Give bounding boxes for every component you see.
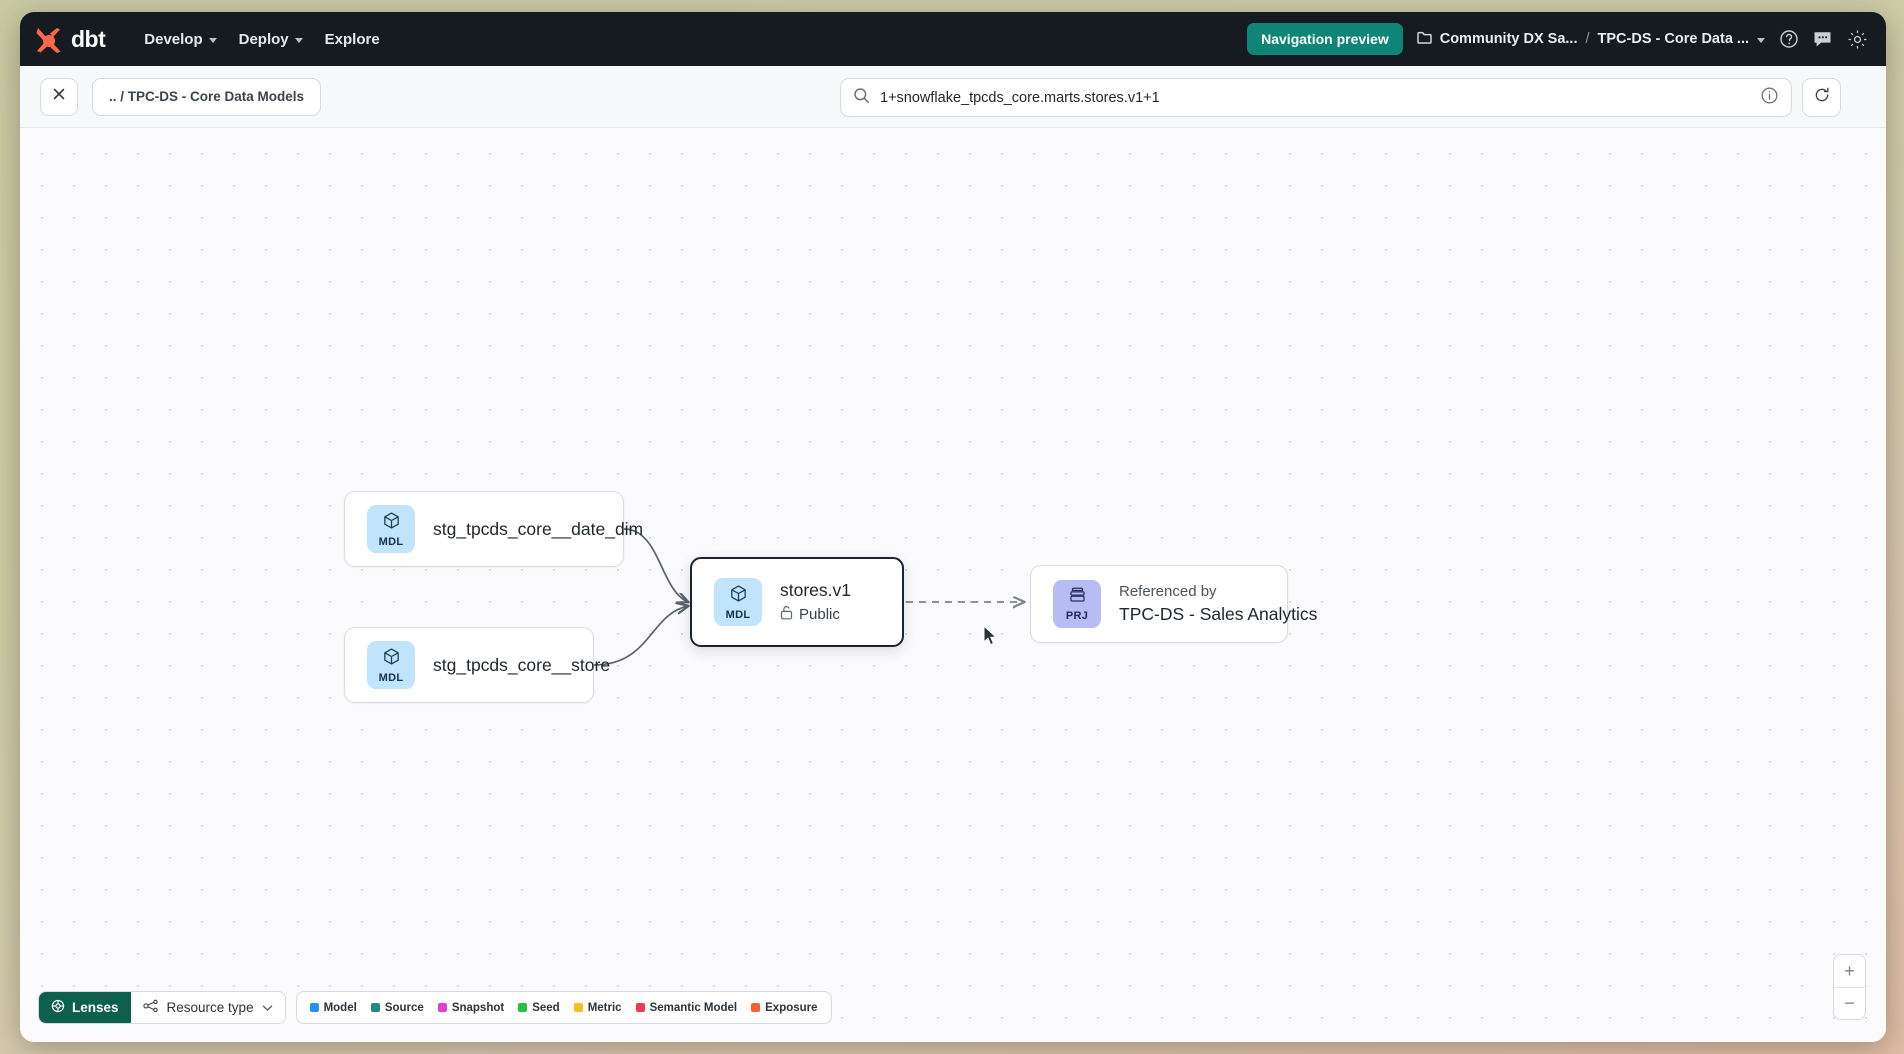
graph-node-store[interactable]: MDL stg_tpcds_core__store [344, 627, 610, 703]
lenses-label: Lenses [72, 1000, 119, 1015]
close-button[interactable] [40, 77, 78, 116]
nav-item-deploy-label: Deploy [238, 30, 289, 48]
chevron-down-icon [262, 1000, 273, 1015]
zoom-controls: + − [1833, 954, 1866, 1020]
feedback-icon[interactable] [1813, 30, 1833, 49]
node-badge-label: MDL [378, 671, 404, 684]
node-title: stg_tpcds_core__store [433, 654, 611, 675]
chevron-down-icon [208, 37, 217, 43]
info-icon[interactable] [1760, 86, 1779, 110]
resource-type-label: Resource type [166, 1000, 254, 1015]
refresh-button[interactable] [1802, 78, 1841, 117]
node-title: stores.v1 [780, 580, 851, 600]
node-badge-label: MDL [378, 535, 404, 548]
legend-swatch [309, 1003, 319, 1012]
node-text-stack: stores.v1 Public [780, 580, 851, 624]
search-input[interactable] [880, 89, 1750, 106]
node-badge-label: MDL [725, 608, 751, 621]
canvas-bottom-bar: Lenses Resource type [38, 991, 832, 1024]
legend-label: Semantic Model [649, 1001, 738, 1014]
legend-item-snapshot: Snapshot [437, 1001, 505, 1014]
lineage-toolbar: .. / TPC-DS - Core Data Models [20, 66, 1886, 128]
refresh-icon [1813, 86, 1831, 109]
lineage-edges [593, 528, 1886, 666]
legend-swatch [751, 1003, 761, 1012]
zoom-out-button[interactable]: − [1834, 987, 1865, 1019]
navigation-preview-button[interactable]: Navigation preview [1247, 23, 1403, 55]
node-title: TPC-DS - Sales Analytics [1119, 604, 1318, 624]
lenses-button[interactable]: Lenses [39, 992, 131, 1023]
lens-control-group: Lenses Resource type [38, 991, 286, 1024]
unlock-icon [780, 605, 793, 624]
breadcrumb: Community DX Sa... / TPC-DS - Core Data … [1416, 31, 1765, 48]
breadcrumb-separator: / [1585, 31, 1590, 47]
legend-swatch [518, 1003, 528, 1012]
legend-swatch [573, 1003, 583, 1012]
node-kicker: Referenced by [1119, 583, 1217, 600]
search-area [840, 78, 1841, 117]
cube-icon [382, 511, 401, 535]
resource-graph-icon [142, 999, 159, 1016]
node-badge-mdl: MDL [367, 505, 415, 553]
nav-item-develop-label: Develop [144, 30, 203, 48]
dbt-logo[interactable]: dbt [34, 25, 106, 53]
graph-node-referenced-by-project[interactable]: PRJ Referenced by TPC-DS - Sales Analyti… [1030, 565, 1317, 643]
node-access-label: Public [799, 606, 840, 623]
node-badge-mdl: MDL [714, 578, 762, 626]
lens-icon [51, 999, 65, 1016]
resource-type-dropdown[interactable]: Resource type [130, 992, 285, 1023]
legend-label: Source [384, 1001, 424, 1014]
dbt-logo-icon [34, 26, 64, 53]
lineage-canvas[interactable]: MDL stg_tpcds_core__date_dim MDL stg_tpc… [20, 128, 1886, 1042]
zoom-in-button[interactable]: + [1844, 960, 1855, 981]
legend-swatch [437, 1003, 447, 1012]
legend-label: Model [323, 1001, 357, 1014]
project-breadcrumb-button[interactable]: .. / TPC-DS - Core Data Models [92, 77, 322, 116]
top-navigation-bar: dbt Develop Deploy Explore Navigation pr… [20, 12, 1886, 66]
browser-window: dbt Develop Deploy Explore Navigation pr… [20, 12, 1886, 1042]
gear-icon[interactable] [1847, 29, 1868, 50]
node-access: Public [780, 605, 851, 624]
chevron-down-icon[interactable] [1757, 37, 1765, 43]
legend-label: Seed [532, 1001, 560, 1014]
graph-node-stores-v1[interactable]: MDL stores.v1 Public [690, 557, 904, 647]
project-stack-icon [1068, 586, 1087, 609]
legend-label: Exposure [765, 1001, 818, 1014]
node-badge-mdl: MDL [367, 641, 415, 689]
node-badge-label: PRJ [1065, 610, 1089, 622]
legend-item-metric: Metric [573, 1001, 622, 1014]
dbt-logo-text: dbt [71, 25, 106, 52]
node-text-stack: Referenced by TPC-DS - Sales Analytics [1119, 583, 1317, 625]
legend-item-semantic-model: Semantic Model [635, 1001, 738, 1014]
legend-swatch [370, 1003, 380, 1012]
legend-swatch [635, 1003, 645, 1012]
breadcrumb-account[interactable]: Community DX Sa... [1439, 31, 1578, 47]
node-badge-prj: PRJ [1053, 580, 1101, 628]
legend-label: Metric [587, 1001, 622, 1014]
legend-label: Snapshot [451, 1001, 505, 1014]
nav-item-explore-label: Explore [324, 30, 380, 48]
top-nav-right-group: Navigation preview Community DX Sa... / … [1247, 23, 1868, 55]
nav-item-deploy[interactable]: Deploy [228, 24, 314, 55]
legend-item-model: Model [309, 1001, 357, 1014]
nav-item-develop[interactable]: Develop [133, 24, 227, 55]
node-title: stg_tpcds_core__date_dim [433, 518, 644, 539]
cube-icon [382, 647, 401, 671]
legend-item-seed: Seed [518, 1002, 560, 1014]
legend-item-exposure: Exposure [751, 1001, 818, 1014]
folder-icon [1416, 31, 1432, 48]
chevron-down-icon [294, 37, 303, 43]
close-icon [51, 86, 67, 107]
nav-item-explore[interactable]: Explore [314, 24, 391, 55]
graph-node-date-dim[interactable]: MDL stg_tpcds_core__date_dim [344, 491, 643, 567]
resource-type-legend: Model Source Snapshot Seed [295, 991, 832, 1024]
cube-icon [729, 584, 748, 608]
legend-item-source: Source [370, 1001, 424, 1014]
breadcrumb-project[interactable]: TPC-DS - Core Data ... [1597, 31, 1749, 47]
help-circle-icon[interactable] [1779, 29, 1799, 49]
search-icon [853, 87, 870, 109]
search-box[interactable] [840, 78, 1792, 117]
